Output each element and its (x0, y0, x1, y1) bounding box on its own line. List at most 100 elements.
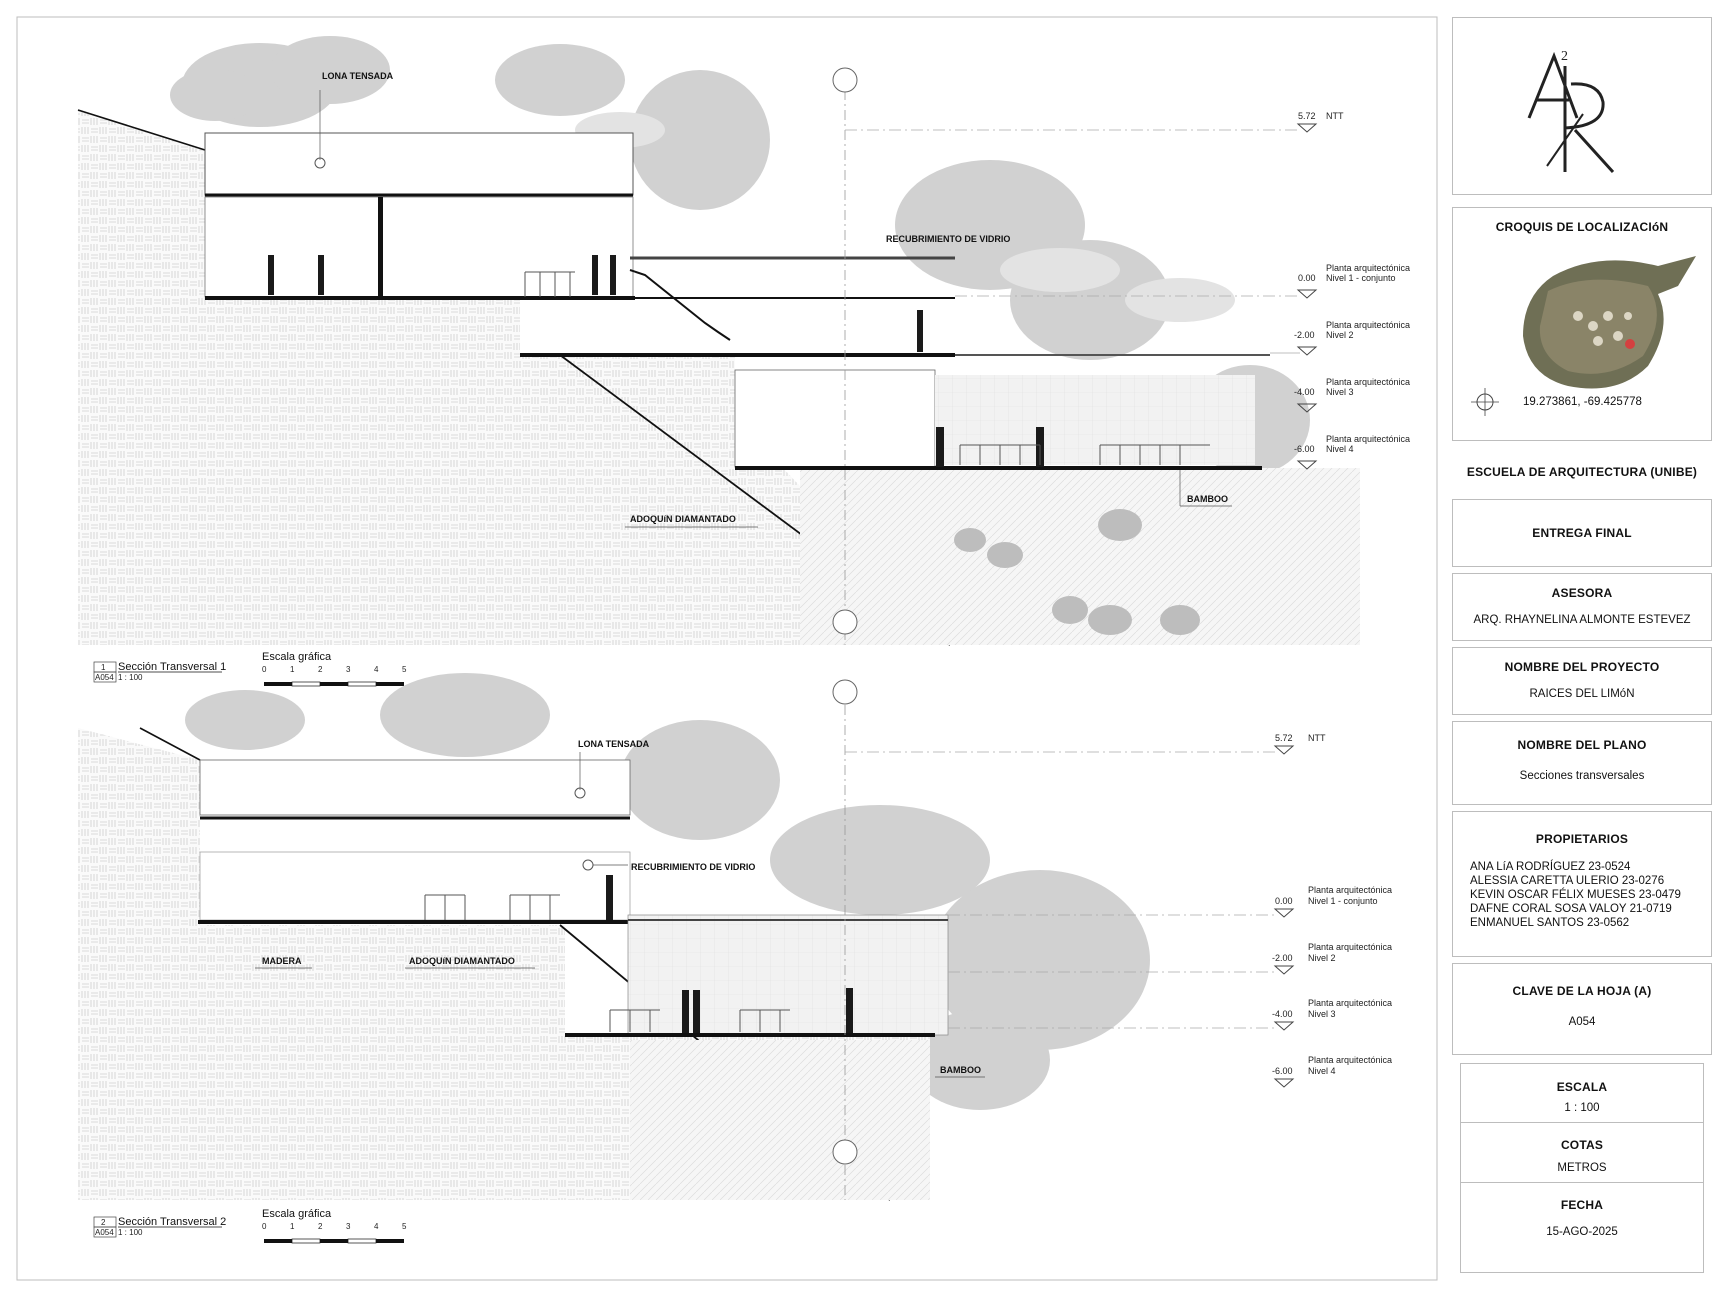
level3-room-1 (734, 369, 936, 468)
axis-bubble-top-2 (832, 679, 858, 705)
level-marker: -2.00 Planta arquitectónica Nivel 2 (948, 942, 1392, 975)
section-scale: 1 : 100 (118, 1228, 143, 1237)
furniture-2 (424, 894, 790, 1032)
project-name: RAICES DEL LIMóN (1529, 688, 1635, 700)
level-marker: -4.00 Planta arquitectónica Nivel 3 (948, 998, 1392, 1031)
units-title: COTAS (1560, 1138, 1604, 1152)
level-text: NTT (1308, 733, 1326, 743)
level-value: -6.00 (1272, 1066, 1293, 1076)
label-bamboo-1: BAMBOO (1187, 494, 1228, 504)
level-sub: Nivel 3 (1326, 387, 1354, 397)
level-sub: Nivel 2 (1308, 953, 1336, 963)
section-1: LONA TENSADA RECUBRIMIENTO DE VIDRIO ADO… (77, 36, 1410, 687)
level-sub: Nivel 3 (1308, 1009, 1336, 1019)
level1-room-2 (199, 851, 631, 921)
scale-bar-title: Escala gráfica (262, 651, 332, 663)
owner-item: KEVIN OSCAR FÉLIX MUESES 23-0479 (1470, 889, 1681, 901)
logo-mark: 2 (1527, 49, 1615, 174)
location-title: CROQUIS DE LOCALIZACIóN (1495, 220, 1669, 234)
advisor-panel: ASESORA ARQ. RHAYNELINA ALMONTE ESTEVEZ (1452, 573, 1712, 641)
level-marker: 5.72 NTT (845, 111, 1344, 133)
level-marker: 0.00 Planta arquitectónica Nivel 1 - con… (955, 263, 1410, 299)
canvas-roof-1 (204, 132, 634, 196)
scale-tick: 5 (402, 1222, 407, 1231)
level-value: 5.72 (1298, 111, 1316, 121)
sheet-key-panel: CLAVE DE LA HOJA (A) A054 (1452, 963, 1712, 1055)
project-title: NOMBRE DEL PROYECTO (1504, 660, 1660, 674)
section-number: 2 (101, 1218, 106, 1227)
owners-list: ANA LíA RODRÍGUEZ 23-0524 ALESSIA CARETT… (1470, 860, 1681, 930)
label-paving-2: ADOQUíN DIAMANTADO (409, 956, 515, 966)
label-wood-2: MADERA (262, 956, 302, 966)
scale-tick: 3 (346, 1222, 351, 1231)
scale-tick: 4 (374, 665, 379, 674)
scale-tick: 2 (318, 665, 323, 674)
label-bamboo-2: BAMBOO (940, 1065, 981, 1075)
title-block: 2 CROQUIS DE LOCALIZACIóN 19.273861, -69… (1452, 17, 1712, 1280)
level-marker: -6.00 Planta arquitectónica Nivel 4 (1294, 434, 1410, 470)
logo-superscript: 2 (1561, 49, 1568, 64)
scale-bar-1: Escala gráfica 0 1 2 3 4 5 (262, 651, 407, 687)
date-value: 15-AGO-2025 (1546, 1226, 1618, 1238)
axis-bubble-top-1 (832, 67, 858, 93)
level-text: Planta arquitectónica (1326, 320, 1410, 330)
axis-bubble-bottom-2 (832, 1139, 858, 1165)
level-sub: Nivel 1 - conjunto (1326, 273, 1396, 283)
scale-tick: 2 (318, 1222, 323, 1231)
level-marker: -4.00 Planta arquitectónica Nivel 3 (1294, 377, 1410, 413)
crosshair-icon (1471, 388, 1499, 416)
owner-item: ENMANUEL SANTOS 23-0562 (1470, 917, 1630, 929)
furniture-1 (524, 271, 1210, 465)
delivery-label: ENTREGA FINAL (1532, 526, 1632, 540)
scale-title: ESCALA (1556, 1080, 1608, 1094)
level-markers-1: 5.72 NTT 0.00 Planta arquitectónica Nive… (845, 111, 1410, 470)
label-canvas-1: LONA TENSADA (322, 71, 394, 81)
scale-bar-title: Escala gráfica (262, 1208, 332, 1220)
scale-tick: 3 (346, 665, 351, 674)
plan-panel: NOMBRE DEL PLANO Secciones transversales (1452, 721, 1712, 805)
location-map (1523, 256, 1696, 389)
level-sub: Nivel 4 (1308, 1066, 1336, 1076)
lower-pavilion-2 (627, 914, 949, 1036)
owners-panel: PROPIETARIOS ANA LíA RODRÍGUEZ 23-0524 A… (1452, 811, 1712, 957)
hillside-1 (78, 110, 950, 645)
label-canvas-2: LONA TENSADA (578, 739, 650, 749)
axis-bubble-bottom-1 (832, 609, 858, 635)
level-text: Planta arquitectónica (1308, 885, 1392, 895)
scale-bar-2: Escala gráfica 0 1 2 3 4 5 (262, 1208, 407, 1244)
section-sheet-ref: A054 (95, 1228, 114, 1237)
level-sub: Nivel 4 (1326, 444, 1354, 454)
retaining-wall-2 (630, 1040, 930, 1200)
level-text: Planta arquitectónica (1326, 434, 1410, 444)
scale-tick: 1 (290, 1222, 295, 1231)
plan-title: NOMBRE DEL PLANO (1517, 738, 1647, 752)
units-value: METROS (1557, 1162, 1607, 1174)
level-value: -4.00 (1294, 387, 1315, 397)
date-title: FECHA (1560, 1198, 1604, 1212)
label-glass-2: RECUBRIMIENTO DE VIDRIO (631, 862, 755, 872)
level-value: 0.00 (1275, 896, 1293, 906)
level1-room-1 (204, 196, 634, 298)
location-panel: CROQUIS DE LOCALIZACIóN 19.273861, -69.4… (1452, 207, 1712, 441)
stair-1 (629, 269, 731, 341)
level-markers-2: 5.72 NTT 0.00 Planta arquitectónica Nive… (845, 733, 1392, 1088)
coordinates: 19.273861, -69.425778 (1523, 396, 1642, 408)
section-title: Sección Transversal 1 (118, 661, 226, 673)
drawing-frame (16, 16, 1438, 1281)
palm-trees-1 (575, 112, 1235, 322)
project-panel: NOMBRE DEL PROYECTO RAICES DEL LIMóN (1452, 647, 1712, 715)
level-value: -2.00 (1294, 330, 1315, 340)
level-marker: -6.00 Planta arquitectónica Nivel 4 (1272, 1055, 1392, 1088)
people-2 (606, 875, 853, 1033)
level-text: Planta arquitectónica (1308, 942, 1392, 952)
owners-title: PROPIETARIOS (1535, 832, 1629, 846)
scale-value: 1 : 100 (1564, 1102, 1600, 1114)
scale-tick: 4 (374, 1222, 379, 1231)
level-marker: 5.72 NTT (845, 733, 1326, 755)
level-value: -6.00 (1294, 444, 1315, 454)
level-text: Planta arquitectónica (1308, 1055, 1392, 1065)
sheet-key-title: CLAVE DE LA HOJA (A) (1512, 984, 1652, 998)
section-title-2: 2 A054 1 : 100 Sección Transversal 2 (93, 1216, 226, 1238)
level-marker: 0.00 Planta arquitectónica Nivel 1 - con… (948, 885, 1392, 918)
